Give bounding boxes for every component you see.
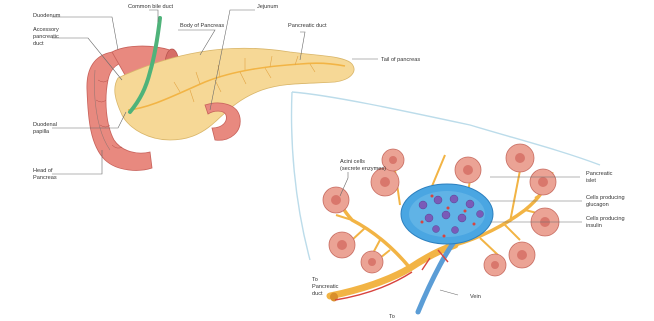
label-tail-of-pancreas: Tail of pancreas (381, 57, 420, 63)
label-common-bile-duct: Common bile duct (128, 4, 174, 10)
label-acini-2: (secrete enzymes) (340, 166, 386, 172)
label-to-duct-3: duct (312, 291, 323, 297)
label-head-of-pancreas-2: Pancreas (33, 175, 57, 181)
label-beta-cells-2: insulin (586, 223, 602, 229)
vein (418, 235, 460, 312)
label-alpha-cells-2: glucagon (586, 202, 609, 208)
label-duodenal-papilla-1: Duodenal (33, 122, 57, 128)
label-vein: Vein (470, 294, 481, 300)
zoom-arc (292, 92, 600, 165)
label-pancreatic-duct: Pancreatic duct (288, 23, 327, 29)
label-accessory-duct-1: Accessory (33, 27, 59, 33)
zoom-line (292, 92, 310, 260)
label-alpha-cells-1: Cells producing (586, 195, 625, 201)
label-accessory-duct-2: pancreatic (33, 34, 59, 40)
label-beta-cells-1: Cells producing (586, 216, 625, 222)
label-to-duct-1: To (312, 277, 318, 283)
label-duodenum: Duodenum (33, 13, 61, 19)
label-to-bottom: To (389, 314, 395, 320)
label-islet-2: islet (586, 178, 596, 184)
label-islet-1: Pancreatic (586, 171, 613, 177)
label-jejunum: Jejunum (257, 4, 278, 10)
label-body-of-pancreas: Body of Pancreas (180, 23, 224, 29)
label-duodenal-papilla-2: papilla (33, 129, 50, 135)
label-accessory-duct-3: duct (33, 41, 44, 47)
label-to-duct-2: Pancreatic (312, 284, 339, 290)
label-head-of-pancreas-1: Head of (33, 168, 53, 174)
label-acini-1: Acini cells (340, 159, 365, 165)
